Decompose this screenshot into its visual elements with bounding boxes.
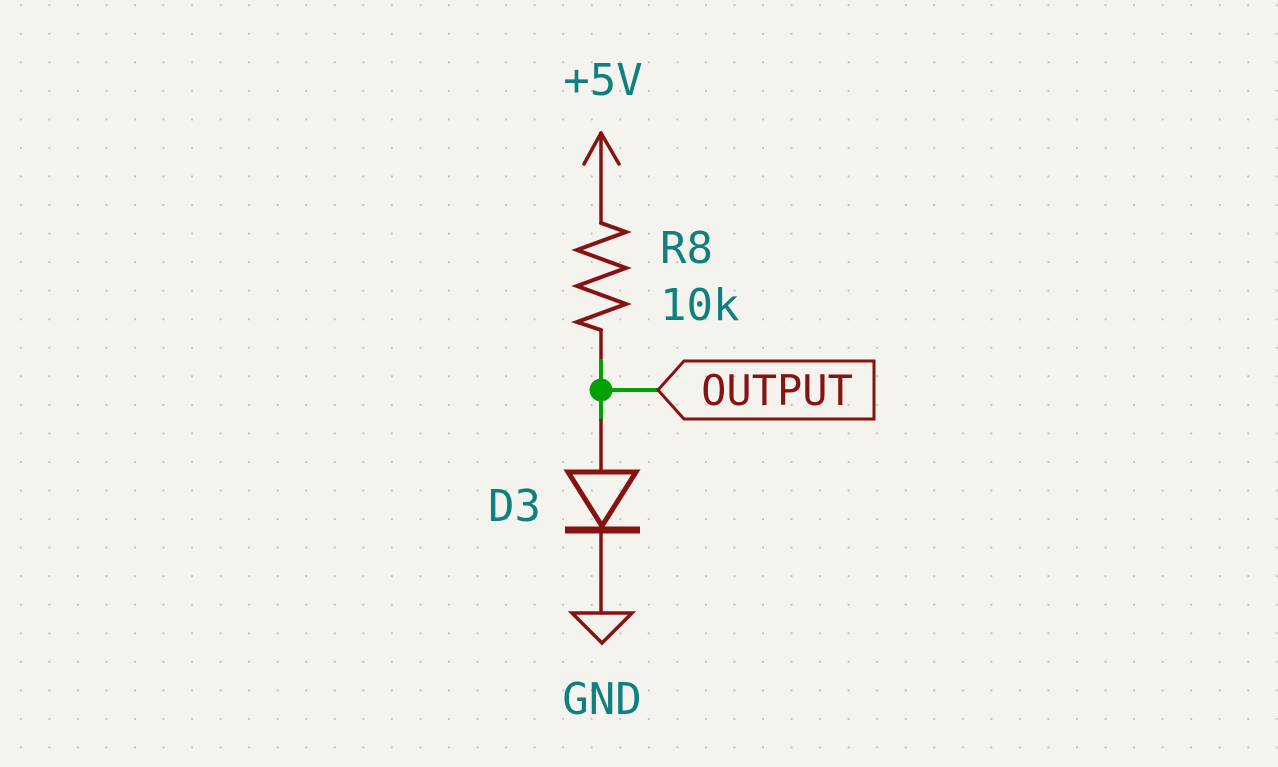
diode-triangle [563,469,641,531]
junction-dot[interactable] [589,378,613,402]
gnd-net-label[interactable]: GND [562,674,641,725]
gnd-triangle [567,611,637,646]
global-label-output[interactable]: OUTPUT [655,359,876,421]
resistor-zigzag [570,221,632,332]
global-label-text: OUTPUT [701,366,853,415]
global-label-outline [655,359,876,421]
power-net-label[interactable]: +5V [563,55,642,106]
resistor-reference[interactable]: R8 [660,223,713,274]
resistor-value[interactable]: 10k [660,280,739,331]
power-arrowhead-right [599,131,621,166]
resistor-symbol[interactable] [570,221,632,361]
gnd-symbol[interactable] [567,611,637,646]
diode-symbol[interactable] [563,419,641,615]
diode-reference[interactable]: D3 [488,481,541,532]
power-symbol-plus5v[interactable] [582,131,621,225]
power-arrowhead-left [582,131,603,166]
